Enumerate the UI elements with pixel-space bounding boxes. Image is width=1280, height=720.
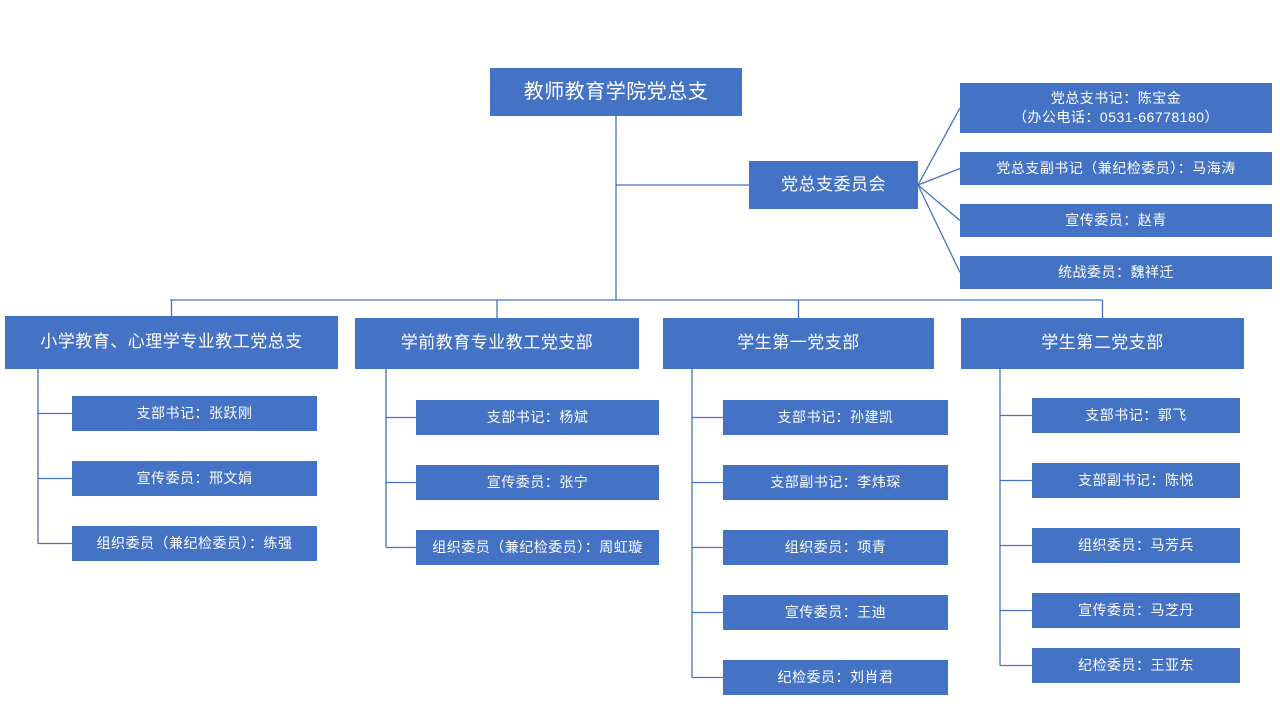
node-committee-publicity-member[interactable]: 宣传委员：赵青 — [960, 204, 1272, 237]
node-branch3-member-5[interactable]: 纪检委员：刘肖君 — [723, 660, 948, 695]
node-root-party-branch[interactable]: 教师教育学院党总支 — [490, 68, 742, 116]
node-branch1-member-3[interactable]: 组织委员（兼纪检委员）：练强 — [72, 526, 317, 561]
node-branch4-member-1[interactable]: 支部书记：郭飞 — [1032, 398, 1240, 433]
node-committee-united-front-member[interactable]: 统战委员：魏祥迁 — [960, 256, 1272, 289]
node-branch-primary-education-header[interactable]: 小学教育、心理学专业教工党总支 — [5, 316, 338, 369]
node-branch-student-first-header[interactable]: 学生第一党支部 — [663, 318, 934, 369]
node-branch-student-second-header[interactable]: 学生第二党支部 — [961, 318, 1244, 369]
node-branch2-member-2[interactable]: 宣传委员：张宁 — [416, 465, 659, 500]
node-branch-preschool-education-header[interactable]: 学前教育专业教工党支部 — [355, 318, 639, 369]
node-branch3-member-4[interactable]: 宣传委员：王迪 — [723, 595, 948, 630]
node-branch2-member-1[interactable]: 支部书记：杨斌 — [416, 400, 659, 435]
node-branch3-member-1[interactable]: 支部书记：孙建凯 — [723, 400, 948, 435]
node-committee-deputy-secretary[interactable]: 党总支副书记（兼纪检委员）：马海涛 — [960, 152, 1272, 185]
node-branch3-member-2[interactable]: 支部副书记：李炜琛 — [723, 465, 948, 500]
node-committee-secretary[interactable]: 党总支书记：陈宝金 （办公电话：0531-66778180） — [960, 83, 1272, 133]
node-branch4-member-2[interactable]: 支部副书记：陈悦 — [1032, 463, 1240, 498]
node-party-committee[interactable]: 党总支委员会 — [749, 161, 918, 209]
node-branch2-member-3[interactable]: 组织委员（兼纪检委员）：周虹璇 — [416, 530, 659, 565]
node-branch4-member-3[interactable]: 组织委员：马芳兵 — [1032, 528, 1240, 563]
node-branch3-member-3[interactable]: 组织委员：项青 — [723, 530, 948, 565]
node-branch1-member-1[interactable]: 支部书记：张跃刚 — [72, 396, 317, 431]
node-branch4-member-5[interactable]: 纪检委员：王亚东 — [1032, 648, 1240, 683]
node-branch4-member-4[interactable]: 宣传委员：马芝丹 — [1032, 593, 1240, 628]
node-branch1-member-2[interactable]: 宣传委员：邢文娟 — [72, 461, 317, 496]
